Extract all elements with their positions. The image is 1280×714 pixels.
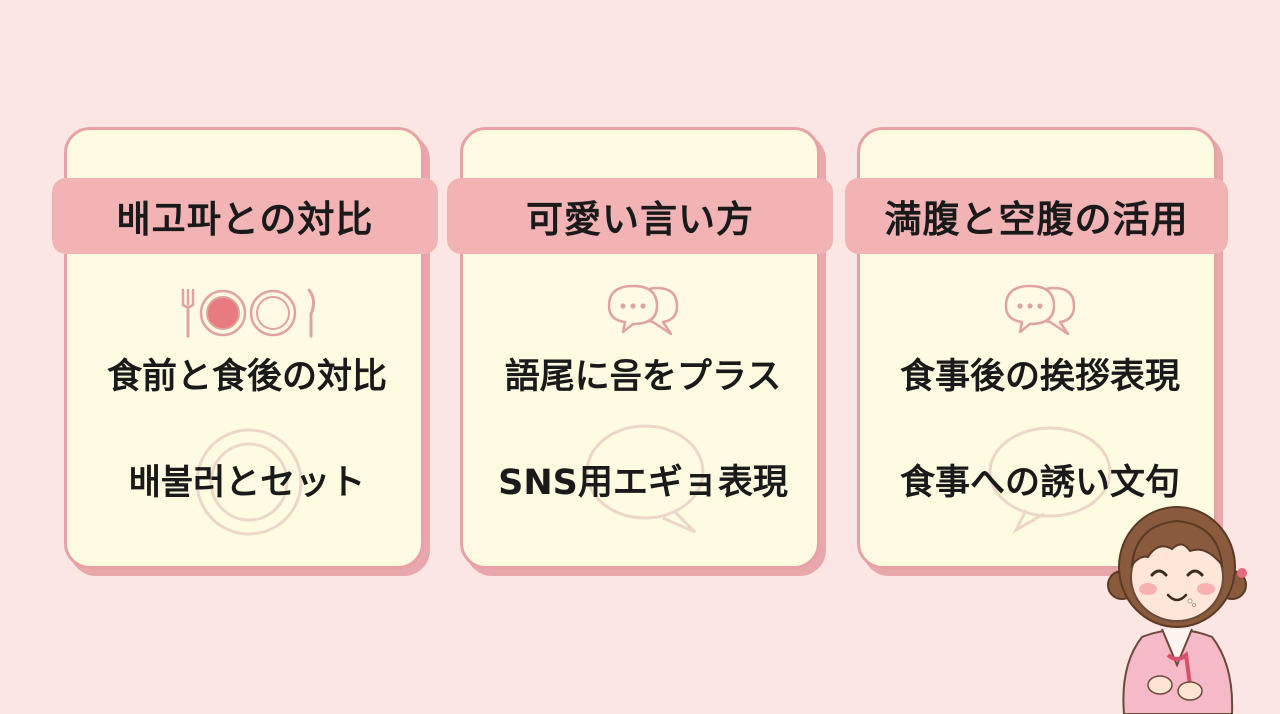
card-title: 배고파との対比 bbox=[52, 178, 438, 254]
girl-in-hanbok-illustration bbox=[1107, 506, 1247, 714]
card-title: 満腹と空腹の活用 bbox=[845, 178, 1228, 254]
plate-watermark-icon bbox=[195, 428, 303, 536]
card-item: SNS用エギョ表現 bbox=[498, 463, 788, 503]
card-item: 배불러とセット bbox=[128, 463, 366, 503]
card-item: 食前と食後の対比 bbox=[106, 357, 387, 397]
plate-with-cutlery-icon bbox=[181, 288, 316, 338]
speech-bubbles-icon bbox=[1004, 284, 1076, 336]
card-item: 食事後の挨拶表現 bbox=[899, 357, 1180, 397]
card-item: 食事への誘い文句 bbox=[899, 463, 1180, 503]
card-item: 語尾に음をプラス bbox=[504, 357, 782, 397]
speech-bubble-watermark-icon bbox=[585, 424, 705, 534]
speech-bubble-watermark-icon bbox=[988, 426, 1112, 534]
card-title: 可愛い言い方 bbox=[447, 178, 833, 254]
speech-bubbles-icon bbox=[607, 284, 679, 336]
